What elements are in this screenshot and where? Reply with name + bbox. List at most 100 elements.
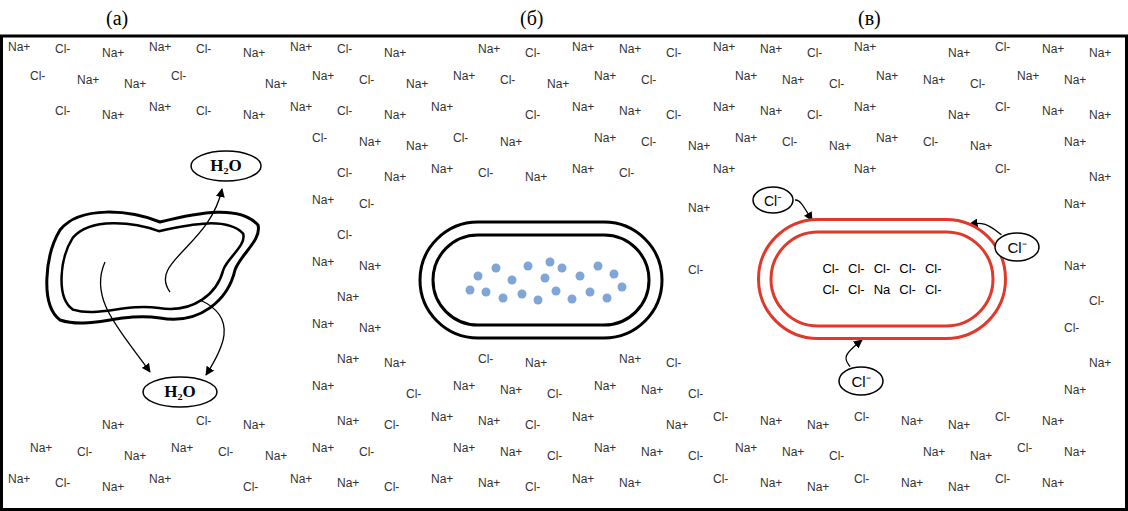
ion-label: Na+	[807, 480, 829, 494]
ion-label: Cl-	[619, 166, 634, 180]
ion-label: Na+	[8, 472, 30, 486]
ion-label: Na+	[760, 414, 782, 428]
ion-label: Cl-	[995, 40, 1010, 54]
solution-frame	[2, 36, 1127, 510]
ion-label: Na+	[77, 73, 99, 87]
ion-label: Cl-	[196, 104, 211, 118]
ion-label: Cl-	[337, 104, 352, 118]
ion-label: Cl-	[384, 480, 399, 494]
ion-label: Na+	[782, 73, 804, 87]
ion-label: Na+	[1064, 445, 1086, 459]
ion-ring	[143, 377, 217, 407]
ion-label: Na+	[525, 356, 547, 370]
ion-label: Cl-	[243, 480, 258, 494]
ion-label: Na+	[265, 449, 287, 463]
ion-label: Na+	[760, 104, 782, 118]
shrunken-cell-wall	[47, 212, 259, 323]
ion-label: Na+	[453, 379, 475, 393]
ion-label: Na+	[1042, 104, 1064, 118]
ion-label: Na+	[431, 472, 453, 486]
water-arrow	[200, 300, 224, 375]
node-label: H₂O	[164, 382, 196, 402]
ion-label: Na+	[312, 255, 334, 269]
ion-label: Na+	[735, 69, 757, 83]
ion-label: Cl-	[359, 73, 374, 87]
chloride-ion: Cl⁻	[994, 232, 1040, 262]
ion-label: Na+	[290, 100, 312, 114]
ion-label: Na+	[384, 170, 406, 184]
ion-label: Na+	[1089, 170, 1111, 184]
ion-flow-arrow	[846, 340, 862, 367]
ion-label: Na+	[619, 42, 641, 56]
ion-label: Cl-	[822, 282, 839, 297]
ion-label: Na+	[854, 162, 876, 176]
ion-label: Cl-	[923, 135, 938, 149]
ion-label: Cl-	[525, 480, 540, 494]
ion-label: Cl-	[171, 69, 186, 83]
ion-label: Cl-	[848, 261, 865, 276]
ion-label: Na+	[970, 139, 992, 153]
ion-label: Na+	[1064, 197, 1086, 211]
ion-label: Cl-	[666, 108, 681, 122]
ion-label: Na+	[431, 100, 453, 114]
ion-label: Cl-	[807, 46, 822, 60]
ion-label: Cl-	[478, 166, 493, 180]
ion-label: Cl-	[525, 46, 540, 60]
ion-label: Na+	[948, 480, 970, 494]
ion-label: Na+	[359, 135, 381, 149]
ion-flow-arrow	[795, 200, 812, 220]
ion-label: Na+	[735, 131, 757, 145]
ion-label: Na+	[102, 108, 124, 122]
ion-label: Cl-	[829, 449, 844, 463]
ion-label: Cl-	[688, 263, 703, 277]
ion-ring	[839, 367, 883, 395]
ion-label: Cl-	[807, 108, 822, 122]
ion-label: Na+	[1089, 108, 1111, 122]
ion-label: Na+	[1064, 135, 1086, 149]
ion-label: Cl-	[55, 104, 70, 118]
ion-label: Na+	[688, 139, 710, 153]
ion-label: Cl-	[925, 282, 942, 297]
ion-label: Na+	[854, 40, 876, 54]
ion-label: Cl-	[453, 131, 468, 145]
ion-label: Na+	[453, 441, 475, 455]
ion-label: Na+	[948, 46, 970, 60]
ion-label: Cl-	[359, 197, 374, 211]
ion-label: Na+	[713, 162, 735, 176]
ion-label: Cl-	[312, 131, 327, 145]
ion-label: Na+	[735, 441, 757, 455]
swollen-cell: Cl-Cl-Cl-Cl-Cl-Cl-Cl-NaCl-Cl-	[757, 218, 1007, 340]
ion-label: Cl-	[525, 418, 540, 432]
ion-label: Na+	[594, 131, 616, 145]
ion-label: Na+	[948, 108, 970, 122]
ion-label: Cl-	[782, 135, 797, 149]
ion-label: Cl-	[713, 410, 728, 424]
ion-label: Na+	[243, 46, 265, 60]
ion-label: Na+	[30, 441, 52, 455]
ion-label: Cl-	[1089, 294, 1104, 308]
ion-label: Na+	[312, 193, 334, 207]
ion-label: Cl-	[688, 387, 703, 401]
ion-label: Na+	[453, 69, 475, 83]
ion-label: Na+	[1042, 476, 1064, 490]
ion-label: Na+	[1089, 46, 1111, 60]
ion-label: Cl-	[196, 42, 211, 56]
normal-cell-membrane	[433, 235, 649, 325]
water-molecule: H₂O	[142, 376, 218, 408]
ion-label: Na+	[1064, 383, 1086, 397]
ion-label: Na+	[1042, 42, 1064, 56]
water-arrow	[100, 262, 150, 372]
ion-label: Na+	[619, 476, 641, 490]
panel-label: (а)	[106, 6, 128, 30]
ion-label: Na+	[406, 77, 428, 91]
ion-label: Na	[874, 282, 891, 297]
ion-label: Na+	[124, 77, 146, 91]
ion-label: Cl-	[384, 418, 399, 432]
ion-label: Cl-	[713, 472, 728, 486]
ion-label: Na+	[431, 162, 453, 176]
ion-label: Na+	[594, 441, 616, 455]
ion-label: Cl-	[218, 445, 233, 459]
ion-label: Cl-	[995, 472, 1010, 486]
ion-label: Na+	[500, 383, 522, 397]
ion-label: Na+	[265, 77, 287, 91]
